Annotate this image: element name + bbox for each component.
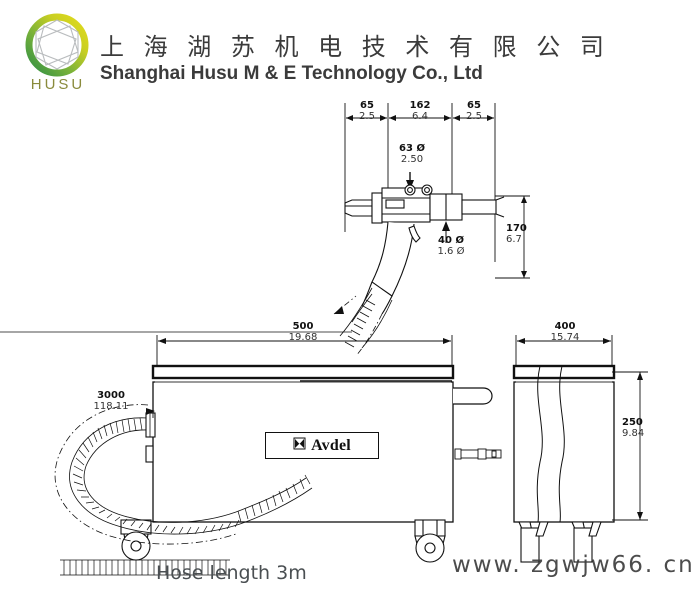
dimension-hose-3000: 3000 118.11	[84, 390, 138, 412]
dimension-imperial: 6.4	[412, 110, 428, 122]
hose-length-caption: Hose length 3m	[156, 562, 307, 584]
dimension-bore-63: 63 Ø 2.50	[388, 143, 436, 165]
dimension-top-mid-162: 162 6.4	[388, 100, 452, 122]
caster-right	[414, 519, 446, 563]
avdel-mark-icon	[293, 437, 306, 455]
dimension-nose-40: 40 Ø 1.6 Ø	[424, 235, 478, 257]
side-width-arrowheads	[517, 338, 611, 344]
dimension-imperial: 2.50	[400, 153, 424, 165]
side-height-arrowheads	[637, 372, 643, 520]
nose-leader-arrowhead	[442, 221, 450, 231]
company-name-chinese: 上 海 湖 苏 机 电 技 术 有 限 公 司	[100, 33, 610, 61]
dimension-metric: 250	[622, 417, 643, 428]
side-height-dimension	[612, 371, 648, 521]
caster-left	[120, 519, 152, 561]
side-view-hose-strands	[536, 365, 565, 523]
dimension-arrowheads-top	[346, 115, 494, 121]
side-view-leg-right	[571, 521, 602, 563]
side-nozzle-detail	[454, 448, 502, 460]
lower-hose-run	[60, 474, 313, 576]
dimension-imperial: 6.7	[506, 233, 522, 245]
dimension-metric: 65	[467, 100, 481, 111]
coiled-hose	[54, 404, 241, 545]
dimension-imperial: 1.6 Ø	[437, 245, 465, 257]
hexagon-circle-logo-icon	[24, 12, 90, 78]
avdel-brand-badge: Avdel	[265, 432, 379, 459]
dimension-imperial: 15.74	[550, 331, 580, 343]
dimension-imperial: 2.5	[359, 110, 375, 122]
dimension-metric: 3000	[97, 390, 125, 401]
dimension-metric: 65	[360, 100, 374, 111]
body-width-arrowheads	[158, 338, 451, 344]
dimension-imperial: 9.84	[622, 427, 645, 439]
rivet-gun-assembly	[344, 184, 505, 315]
company-name-english: Shanghai Husu M & E Technology Co., Ltd	[100, 63, 483, 84]
site-watermark: www. zgwjw66. cn	[452, 552, 694, 578]
hose-length-arrowhead	[146, 408, 155, 415]
dimension-imperial: 19.68	[288, 331, 318, 343]
dimension-side-height-250: 250 9.84	[622, 417, 666, 439]
dimension-side-width-400: 400 15.74	[538, 321, 592, 343]
gun-to-machine-hose	[0, 287, 393, 357]
dimension-gun-height-170: 170 6.7	[506, 223, 546, 245]
side-view-leg-left	[518, 521, 549, 563]
left-port-detail	[145, 445, 154, 463]
dimension-metric: 40 Ø	[438, 235, 464, 246]
dimension-metric: 400	[554, 321, 576, 332]
logo-wordmark: HUSU	[30, 76, 86, 93]
dimension-metric: 170	[506, 223, 527, 234]
dimension-metric: 63 Ø	[399, 143, 425, 154]
gun-height-dimension	[495, 195, 530, 279]
dimension-metric: 500	[292, 321, 314, 332]
dimension-imperial: 2.5	[466, 110, 482, 122]
company-header: HUSU 上 海 湖 苏 机 电 技 术 有 限 公 司 Shanghai Hu…	[0, 0, 694, 100]
dimension-metric: 162	[409, 100, 431, 111]
avdel-brand-label: Avdel	[311, 436, 351, 454]
push-handle	[453, 387, 493, 405]
dimension-imperial: 118.11	[93, 400, 129, 412]
dimension-body-width-500: 500 19.68	[272, 321, 334, 343]
gun-height-arrowheads	[521, 196, 527, 278]
dimension-top-right-65: 65 2.5	[452, 100, 496, 122]
dimension-top-left-65: 65 2.5	[345, 100, 389, 122]
